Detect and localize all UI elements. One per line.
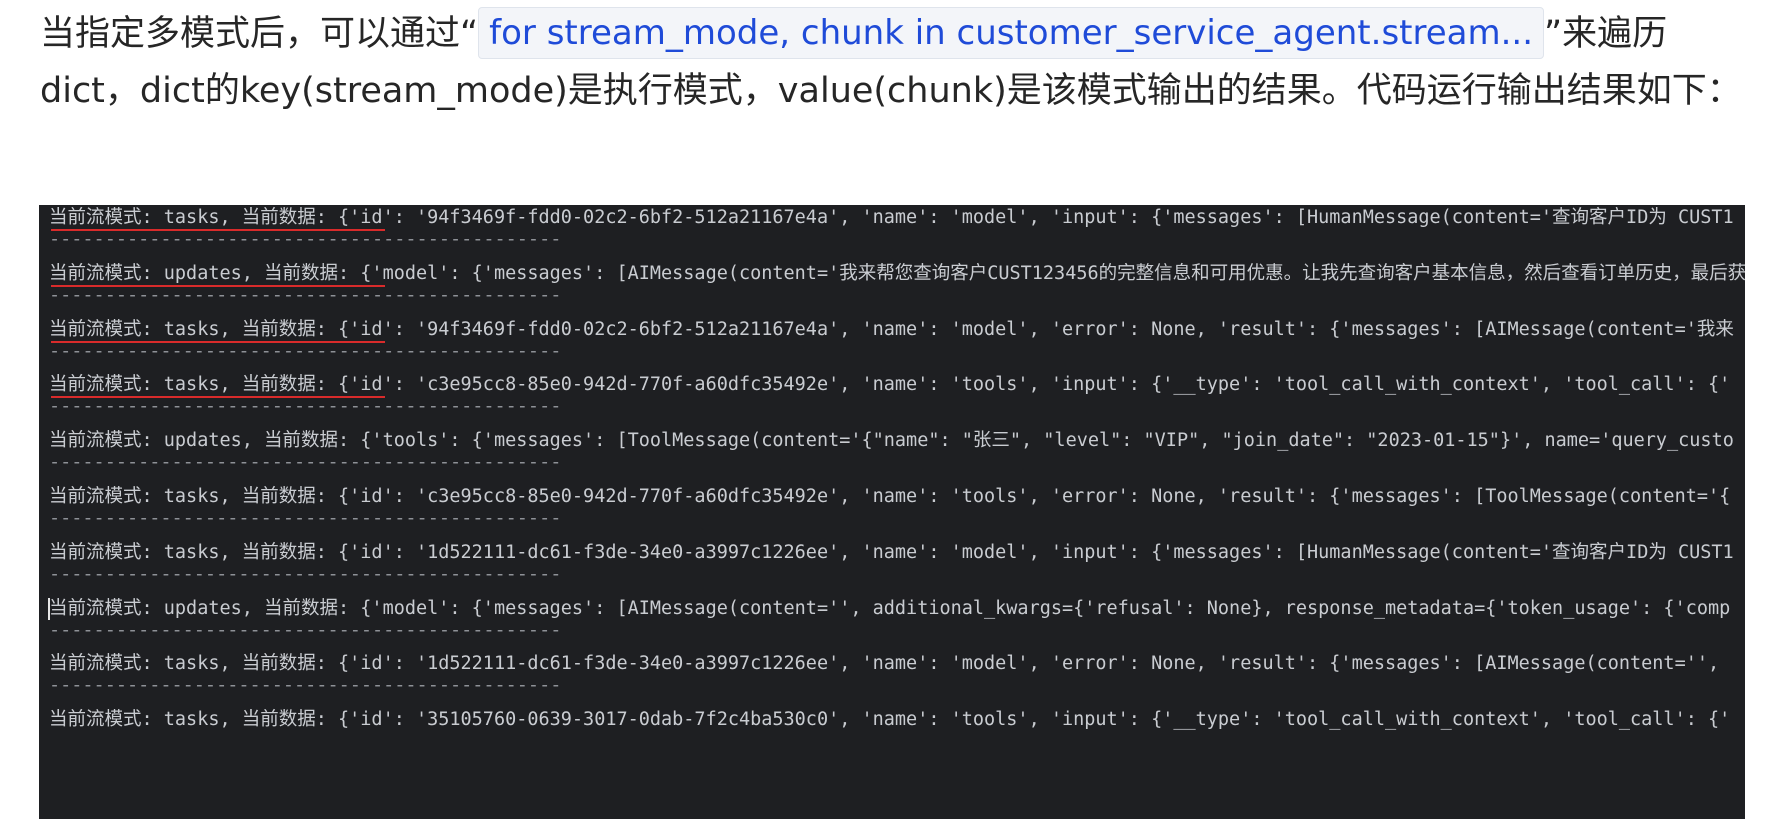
red-underline-annotation: [51, 284, 385, 287]
red-underline-annotation: [51, 340, 385, 343]
log-separator: ----------------------------------------…: [49, 340, 562, 362]
log-separator: ----------------------------------------…: [49, 675, 562, 697]
log-separator: ----------------------------------------…: [49, 508, 562, 529]
log-line: 当前流模式: updates, 当前数据: {'model': {'messag…: [49, 597, 1731, 619]
intro-paragraph: 当指定多模式后，可以通过“for stream_mode, chunk in c…: [40, 6, 1750, 120]
log-separator: ----------------------------------------…: [49, 563, 562, 585]
log-line: 当前流模式: updates, 当前数据: {'model': {'messag…: [49, 262, 1745, 284]
log-separator: ----------------------------------------…: [49, 396, 562, 418]
log-line: 当前流模式: tasks, 当前数据: {'id': '94f3469f-fdd…: [49, 207, 1734, 228]
red-underline-annotation: [51, 396, 385, 399]
log-line: 当前流模式: tasks, 当前数据: {'id': 'c3e95cc8-85e…: [49, 374, 1731, 396]
log-separator: ----------------------------------------…: [49, 619, 562, 641]
log-separator: ----------------------------------------…: [49, 452, 562, 474]
log-line: 当前流模式: tasks, 当前数据: {'id': '94f3469f-fdd…: [49, 318, 1734, 340]
log-line: 当前流模式: tasks, 当前数据: {'id': '35105760-063…: [49, 709, 1731, 731]
terminal-output-screenshot: 当前流模式: tasks, 当前数据: {'id': '94f3469f-fdd…: [39, 205, 1745, 819]
log-line: 当前流模式: updates, 当前数据: {'tools': {'messag…: [49, 430, 1734, 452]
log-separator: ----------------------------------------…: [49, 229, 562, 250]
paragraph-text-after: ”来遍历dict，dict的key(stream_mode)是执行模式，valu…: [40, 14, 1742, 111]
paragraph-text-before: 当指定多模式后，可以通过“: [40, 14, 479, 54]
text-cursor: [48, 597, 50, 620]
log-separator: ----------------------------------------…: [49, 284, 562, 306]
red-underline-annotation: [51, 229, 385, 231]
log-line: 当前流模式: tasks, 当前数据: {'id': '1d522111-dc6…: [49, 653, 1720, 675]
inline-code: for stream_mode, chunk in customer_servi…: [478, 7, 1545, 59]
log-line: 当前流模式: tasks, 当前数据: {'id': '1d522111-dc6…: [49, 541, 1734, 563]
log-line: 当前流模式: tasks, 当前数据: {'id': 'c3e95cc8-85e…: [49, 486, 1731, 507]
